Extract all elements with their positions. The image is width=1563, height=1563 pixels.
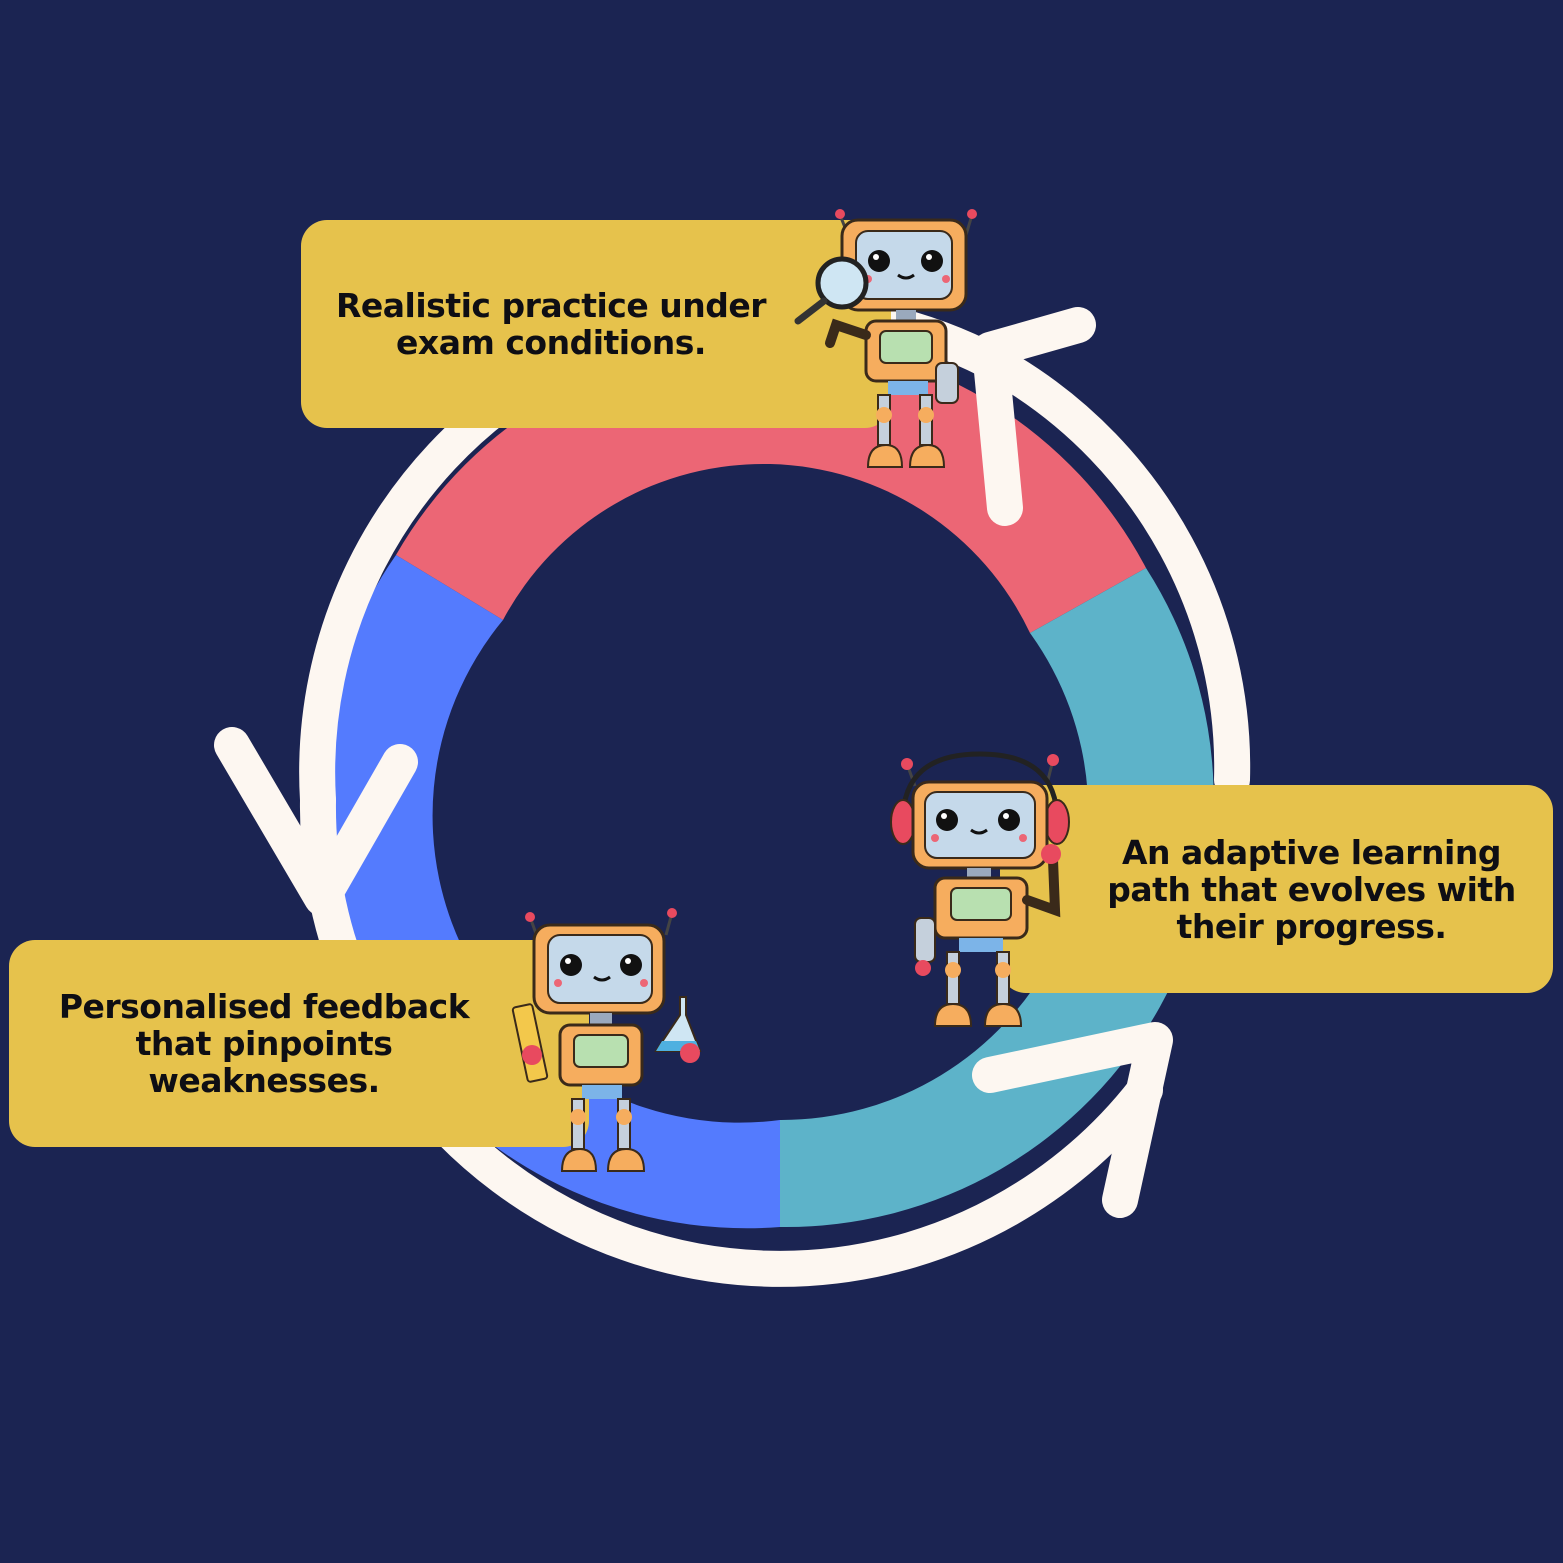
robot-with-ruler-and-flask-icon	[511, 908, 702, 1172]
card-personalised-feedback-text: Personalised feedback that pinpoints wea…	[58, 987, 470, 1100]
card-exam-practice: Realistic practice under exam conditions…	[301, 220, 891, 428]
arrowhead-bottom-right	[972, 1022, 1173, 1218]
card-exam-practice-text: Realistic practice under exam conditions…	[336, 286, 766, 362]
arrowhead-top	[972, 307, 1096, 526]
robot-with-magnifying-glass-icon	[794, 209, 977, 468]
robot-with-headphones-icon	[890, 751, 1070, 1027]
card-adaptive-learning: An adaptive learning path that evolves w…	[1000, 785, 1553, 993]
card-personalised-feedback: Personalised feedback that pinpoints wea…	[9, 940, 589, 1147]
card-adaptive-learning-text: An adaptive learning path that evolves w…	[1107, 832, 1516, 946]
arrow-arc-right	[992, 354, 1251, 798]
